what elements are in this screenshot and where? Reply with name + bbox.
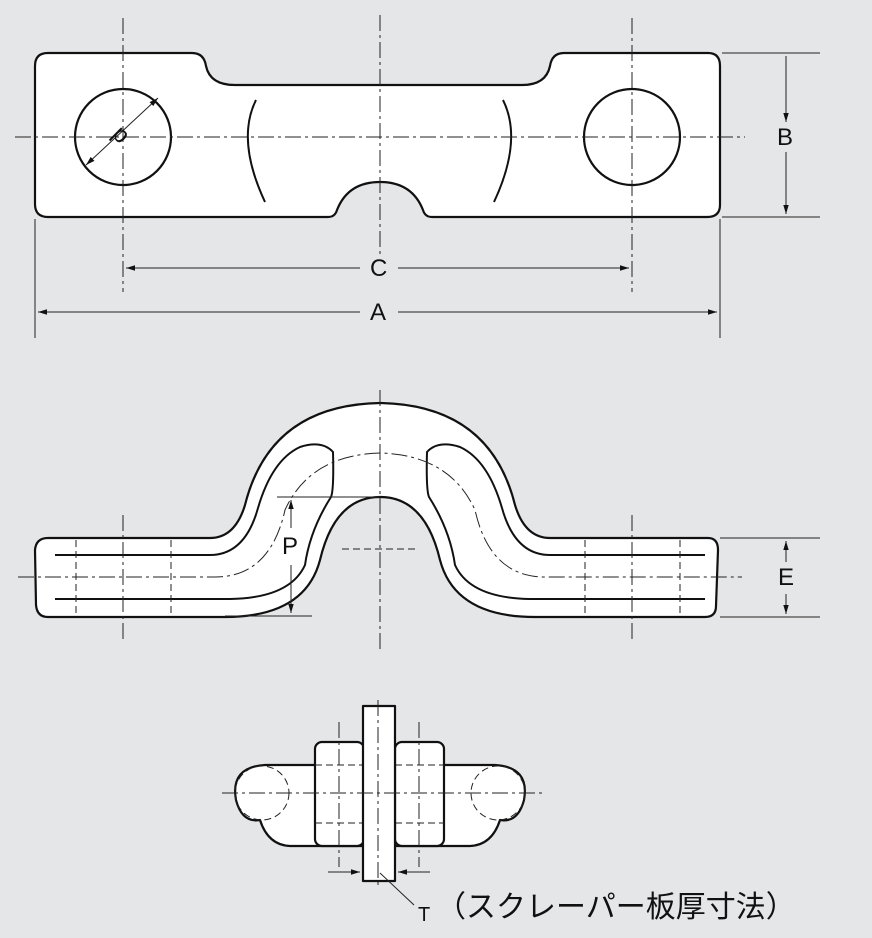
side-view: [18, 390, 820, 650]
label-c: C: [370, 255, 388, 282]
label-b: B: [777, 124, 794, 151]
label-a: A: [370, 299, 387, 326]
label-t: T: [418, 904, 431, 926]
end-view: [222, 700, 545, 906]
top-view: [15, 15, 820, 338]
label-p: P: [282, 533, 299, 560]
label-t-note: （スクレーパー板厚寸法）: [436, 890, 796, 925]
label-e: E: [778, 564, 795, 591]
